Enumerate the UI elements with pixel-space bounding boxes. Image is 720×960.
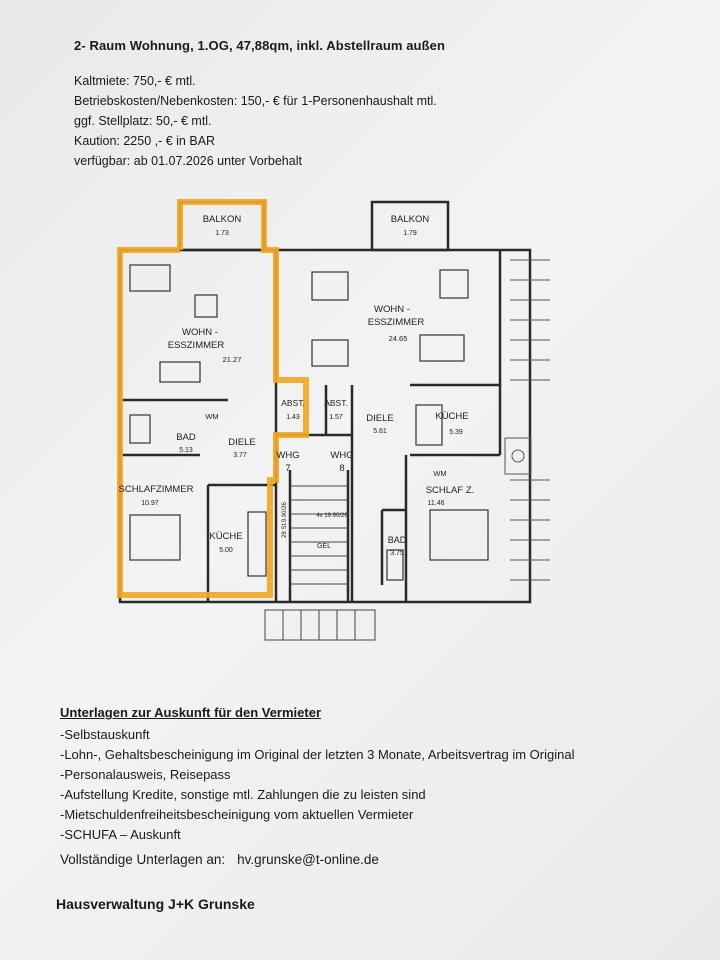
plan-walls xyxy=(118,200,532,604)
label-abst-left: ABST. xyxy=(281,398,305,408)
num-whg7: 7 xyxy=(285,463,290,474)
label-wohn-left-2: ESSZIMMER xyxy=(168,340,225,351)
label-balkon-right: BALKON xyxy=(391,214,430,225)
area-schlaf-right: 11.46 xyxy=(428,500,445,507)
label-abst-right: ABST. xyxy=(324,398,348,408)
area-kueche-left: 5.00 xyxy=(219,547,233,554)
contact-label: Vollständige Unterlagen an: xyxy=(60,852,226,867)
label-whg7: WHG xyxy=(276,450,299,461)
listing-heading: 2- Raum Wohnung, 1.OG, 47,88qm, inkl. Ab… xyxy=(74,38,446,53)
fact-kaltmiete: Kaltmiete: 750,- € mtl. xyxy=(74,74,196,88)
area-diele-right: 5.61 xyxy=(373,428,387,435)
label-wm-left: WM xyxy=(205,412,218,421)
doc-item: -Aufstellung Kredite, sonstige mtl. Zahl… xyxy=(60,787,426,802)
label-stair-a: 28 St.9.90/26 xyxy=(282,501,288,537)
fact-stellplatz: ggf. Stellplatz: 50,- € mtl. xyxy=(74,114,212,128)
furniture xyxy=(129,264,489,581)
rent-facts: Kaltmiete: 750,- € mtl. Betriebskosten/N… xyxy=(74,71,437,171)
label-schlaf-left: SCHLAFZIMMER xyxy=(119,484,194,495)
label-wohn-right-2: ESSZIMMER xyxy=(368,317,425,328)
label-kueche-left: KÜCHE xyxy=(209,531,242,542)
label-bad-left: BAD xyxy=(176,432,196,443)
label-wohn-left-1: WOHN - xyxy=(182,327,218,338)
doc-item: -SCHUFA – Auskunft xyxy=(60,827,181,842)
contact-line: Vollständige Unterlagen an: hv.grunske@t-… xyxy=(60,852,391,867)
area-bad-left: 5.13 xyxy=(179,447,193,454)
area-kueche-right: 5.39 xyxy=(449,429,463,436)
fact-kaution: Kaution: 2250 ,- € in BAR xyxy=(74,134,216,148)
area-balkon-right: 1.79 xyxy=(403,230,417,237)
doc-item: -Mietschuldenfreiheitsbescheinigung vom … xyxy=(60,807,414,822)
label-whg8: WHG xyxy=(330,450,353,461)
label-bad-right: BAD xyxy=(388,535,407,545)
doc-item: -Personalausweis, Reisepass xyxy=(60,767,231,782)
fact-nebenkosten: Betriebskosten/Nebenkosten: 150,- € für … xyxy=(74,94,437,108)
neighbour-hatching xyxy=(504,259,550,581)
doc-item: -Selbstauskunft xyxy=(60,727,150,742)
label-wohn-right-1: WOHN - xyxy=(374,304,410,315)
contact-email: hv.grunske@t-online.de xyxy=(237,852,379,867)
floor-plan: BALKON 1.73 BALKON 1.79 WOHN - ESSZIMMER… xyxy=(117,199,550,641)
label-balkon-left: BALKON xyxy=(203,214,242,225)
area-wohn-left: 21.27 xyxy=(223,355,242,364)
apartment-highlight xyxy=(117,199,309,598)
company-name: Hausverwaltung J+K Grunske xyxy=(56,896,255,912)
label-stair-b: 4x 19.90/26 xyxy=(316,513,348,519)
label-wm-right: WM xyxy=(433,469,446,478)
area-wohn-right: 24.65 xyxy=(389,334,408,343)
docs-title: Unterlagen zur Auskunft für den Vermiete… xyxy=(60,705,322,720)
area-bad-right: 3.75 xyxy=(390,550,404,557)
label-kueche-right: KÜCHE xyxy=(435,411,468,422)
label-gel: GEL xyxy=(317,543,331,550)
area-abst-left: 1.43 xyxy=(286,414,300,421)
num-whg8: 8 xyxy=(339,463,344,474)
area-balkon-left: 1.73 xyxy=(215,230,229,237)
label-diele-right: DIELE xyxy=(366,413,393,424)
label-diele-left: DIELE xyxy=(228,437,255,448)
required-documents: Unterlagen zur Auskunft für den Vermiete… xyxy=(60,703,574,845)
area-schlaf-left: 10.97 xyxy=(141,500,159,507)
doc-item: -Lohn-, Gehaltsbescheinigung im Original… xyxy=(60,747,575,762)
fact-verfuegbar: verfügbar: ab 01.07.2026 unter Vorbehalt xyxy=(74,154,302,168)
staircase xyxy=(264,485,376,641)
area-abst-right: 1.57 xyxy=(329,414,343,421)
label-schlaf-right: SCHLAF Z. xyxy=(426,485,475,496)
area-diele-left: 3.77 xyxy=(233,452,247,459)
